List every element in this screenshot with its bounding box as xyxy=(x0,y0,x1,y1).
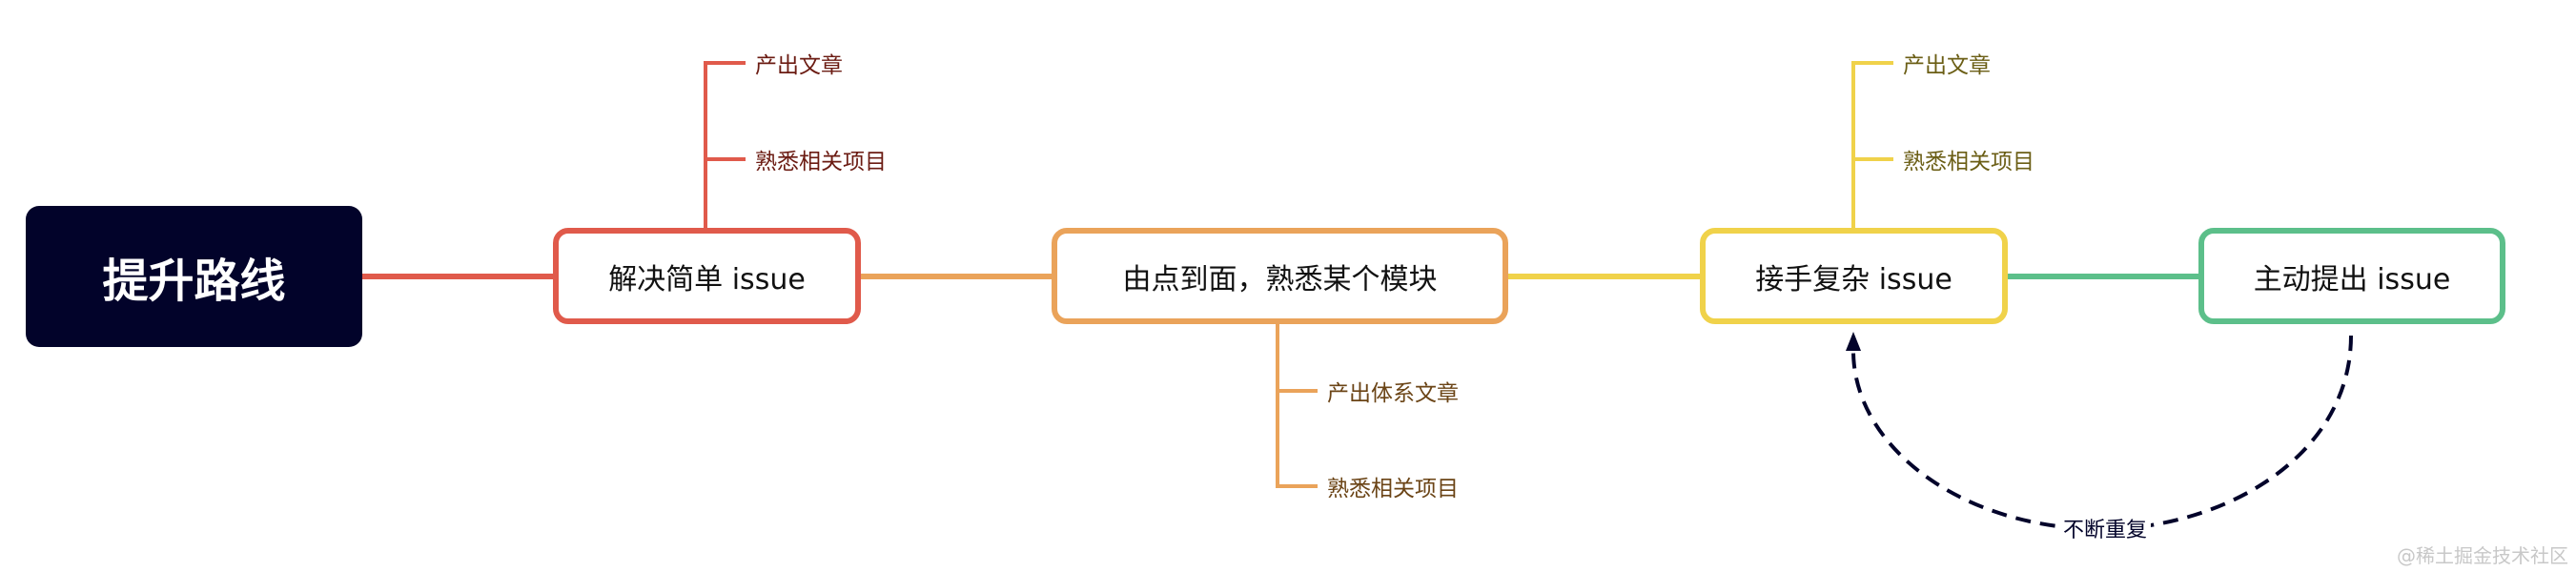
root-label: 提升路线 xyxy=(102,255,286,308)
root-node[interactable]: 提升路线 xyxy=(26,206,362,347)
node1-branch xyxy=(704,61,746,228)
watermark: @稀土掘金技术社区 xyxy=(2397,544,2568,567)
node3-branch xyxy=(1851,61,1893,228)
arrowhead-icon xyxy=(1846,332,1861,351)
node-label: 接手复杂 issue xyxy=(1755,262,1952,296)
subtopic[interactable]: 产出体系文章 xyxy=(1327,381,1459,406)
subtopic[interactable]: 产出文章 xyxy=(755,53,843,78)
node-propose-issue[interactable]: 主动提出 issue xyxy=(2198,228,2505,324)
subtopic[interactable]: 熟悉相关项目 xyxy=(755,150,887,174)
node-label: 主动提出 issue xyxy=(2253,262,2451,296)
node-take-complex-issue[interactable]: 接手复杂 issue xyxy=(1700,228,2008,324)
node-familiar-module[interactable]: 由点到面，熟悉某个模块 xyxy=(1052,228,1508,324)
subtopic[interactable]: 熟悉相关项目 xyxy=(1327,477,1459,501)
loop-label: 不断重复 xyxy=(2059,513,2152,543)
subtopic[interactable]: 产出文章 xyxy=(1903,53,1991,78)
node-label: 解决简单 issue xyxy=(608,262,806,296)
subtopic[interactable]: 熟悉相关项目 xyxy=(1903,150,2034,174)
node-label: 由点到面，熟悉某个模块 xyxy=(1122,262,1438,296)
node2-branch xyxy=(1276,324,1318,488)
loop-arrow xyxy=(1851,335,2353,532)
node-solve-simple-issue[interactable]: 解决简单 issue xyxy=(553,228,861,324)
